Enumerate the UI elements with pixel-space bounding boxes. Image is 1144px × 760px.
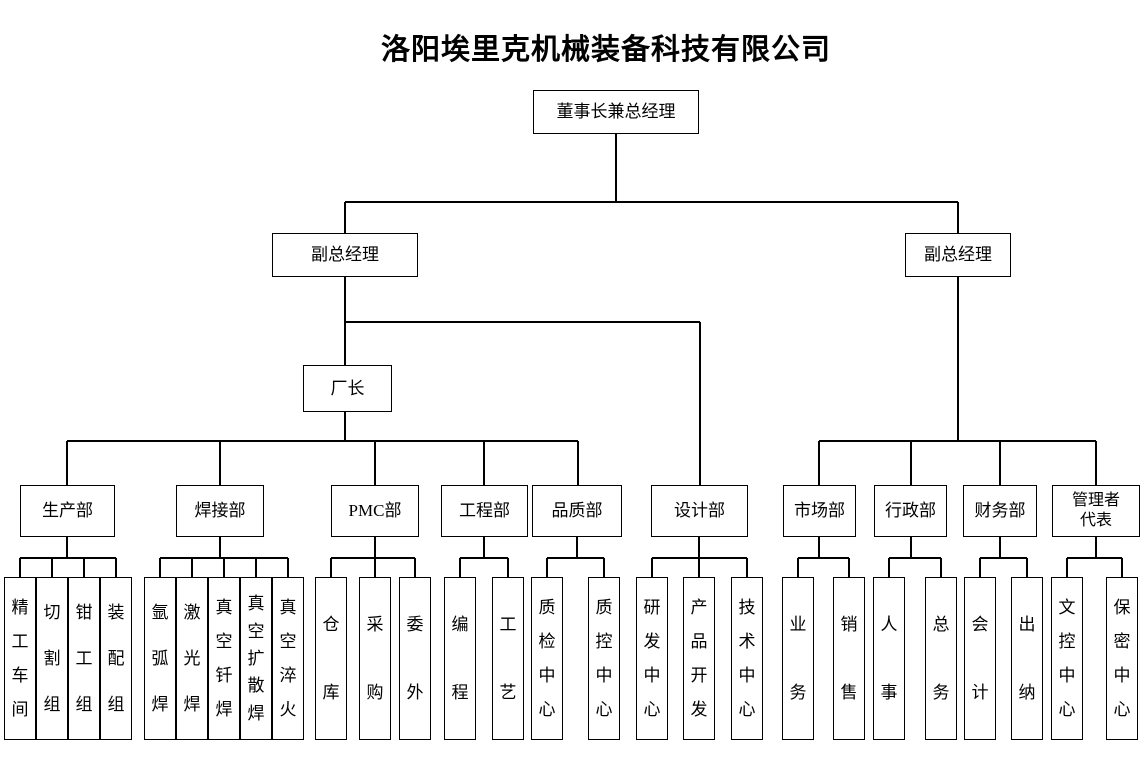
node-purchasing: 采购 bbox=[359, 577, 391, 740]
node-product-development: 产品开发 bbox=[683, 577, 715, 740]
node-dept-design: 设计部 bbox=[651, 485, 748, 537]
node-factory-director: 厂长 bbox=[303, 365, 392, 412]
node-confidentiality-center: 保密中心 bbox=[1106, 577, 1138, 740]
node-general-affairs: 总务 bbox=[925, 577, 957, 740]
node-assembly-group: 装配组 bbox=[100, 577, 132, 740]
node-rd-center: 研发中心 bbox=[636, 577, 668, 740]
node-dept-marketing: 市场部 bbox=[783, 485, 856, 537]
node-accounting: 会计 bbox=[964, 577, 996, 740]
node-cutting-group: 切割组 bbox=[36, 577, 68, 740]
node-deputy-general-manager-right: 副总经理 bbox=[905, 233, 1011, 277]
node-deputy-general-manager-left: 副总经理 bbox=[272, 233, 418, 277]
node-hr: 人事 bbox=[873, 577, 905, 740]
node-chairman-general-manager: 董事长兼总经理 bbox=[533, 90, 699, 134]
node-warehouse: 仓库 bbox=[315, 577, 347, 740]
node-laser-welding: 激光焊 bbox=[176, 577, 208, 740]
node-dept-finance: 财务部 bbox=[963, 485, 1037, 537]
node-dept-quality: 品质部 bbox=[532, 485, 622, 537]
node-management-representative: 管理者 代表 bbox=[1052, 485, 1140, 537]
chart-title: 洛阳埃里克机械装备科技有限公司 bbox=[380, 34, 831, 66]
node-precision-workshop: 精工车间 bbox=[4, 577, 36, 740]
node-fitter-group: 钳工组 bbox=[68, 577, 100, 740]
node-dept-engineering: 工程部 bbox=[441, 485, 528, 537]
node-dept-production: 生产部 bbox=[20, 485, 115, 537]
node-cashier: 出纳 bbox=[1011, 577, 1043, 740]
node-quality-inspection-center: 质检中心 bbox=[531, 577, 563, 740]
node-sales: 销售 bbox=[833, 577, 865, 740]
node-outsourcing: 委外 bbox=[399, 577, 431, 740]
node-vacuum-diffusion-welding: 真空扩散焊 bbox=[240, 577, 272, 740]
node-dept-pmc: PMC部 bbox=[331, 485, 419, 537]
node-vacuum-brazing: 真空钎焊 bbox=[208, 577, 240, 740]
node-programming: 编程 bbox=[444, 577, 476, 740]
node-vacuum-quenching: 真空淬火 bbox=[272, 577, 304, 740]
node-process: 工艺 bbox=[492, 577, 524, 740]
node-document-control-center: 文控中心 bbox=[1051, 577, 1083, 740]
node-technology-center: 技术中心 bbox=[731, 577, 763, 740]
node-argon-arc-welding: 氩弧焊 bbox=[144, 577, 176, 740]
node-dept-admin: 行政部 bbox=[874, 485, 947, 537]
node-dept-welding: 焊接部 bbox=[176, 485, 264, 537]
node-quality-control-center: 质控中心 bbox=[588, 577, 620, 740]
node-business: 业务 bbox=[782, 577, 814, 740]
